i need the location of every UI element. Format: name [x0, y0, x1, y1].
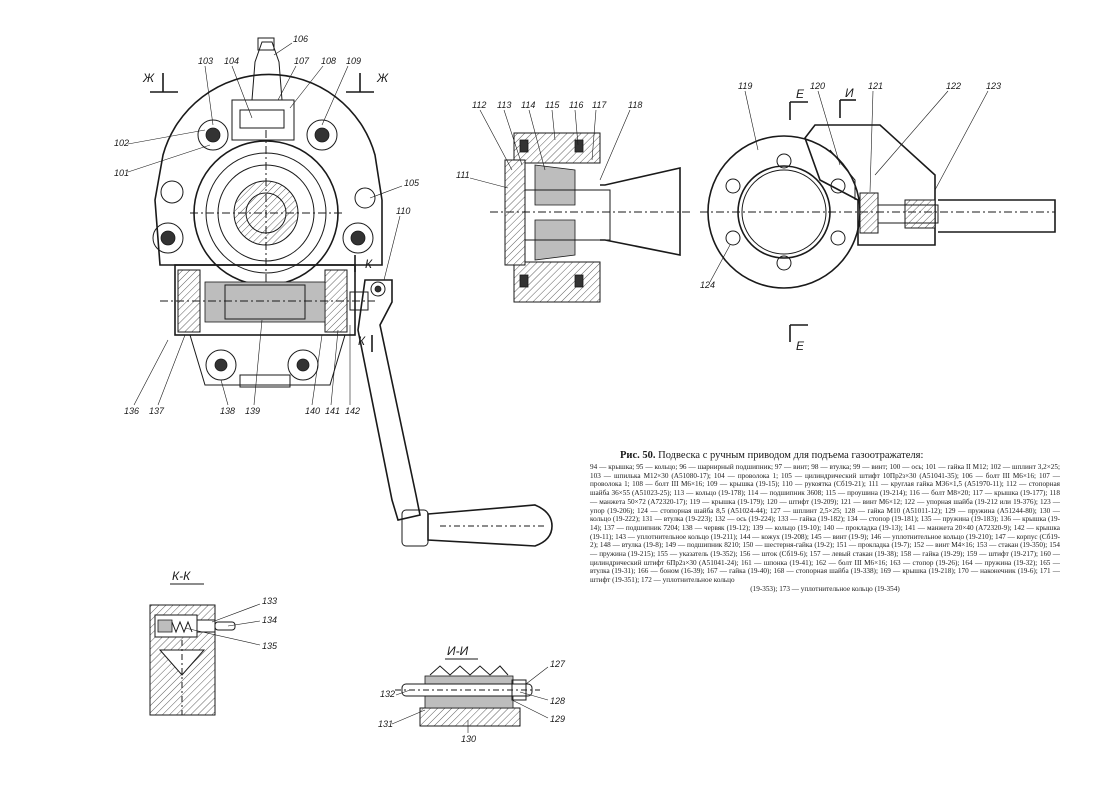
- callout-132: 132: [380, 689, 395, 699]
- callout-133: 133: [262, 596, 277, 606]
- callout-114: 114: [521, 100, 535, 110]
- callout-116: 116: [569, 100, 583, 110]
- section-mark-i-top: И: [845, 86, 854, 100]
- section-mark-k-top: К: [365, 257, 373, 271]
- section-kk-callouts: 133 134 135: [184, 596, 278, 651]
- callout-123: 123: [986, 81, 1001, 91]
- callout-110: 110: [396, 206, 410, 216]
- figure-legend: 94 — крышка; 95 — кольцо; 96 — шарнирный…: [590, 463, 1060, 594]
- callout-115: 115: [545, 100, 560, 110]
- section-ii-title: И-И: [447, 644, 469, 658]
- callout-117: 117: [592, 100, 607, 110]
- callout-113: 113: [497, 100, 511, 110]
- callout-130: 130: [461, 734, 476, 744]
- callout-108: 108: [321, 56, 336, 66]
- callout-103: 103: [198, 56, 213, 66]
- callout-140: 140: [305, 406, 320, 416]
- callout-142: 142: [345, 406, 360, 416]
- callout-131: 131: [378, 719, 393, 729]
- callout-109: 109: [346, 56, 361, 66]
- callout-122: 122: [946, 81, 961, 91]
- callout-124: 124: [700, 280, 715, 290]
- cover-end-view: [700, 99, 1056, 342]
- figure-caption: Рис. 50. Подвеска с ручным приводом для …: [590, 450, 1060, 594]
- bearing-section-view: [490, 132, 690, 303]
- callout-120: 120: [810, 81, 825, 91]
- section-ii-callouts: 127 128 129 132 131 130: [378, 659, 566, 744]
- callout-112: 112: [472, 100, 486, 110]
- figure-number: Рис. 50.: [620, 450, 656, 461]
- callout-134: 134: [262, 615, 277, 625]
- legend-text: 94 — крышка; 95 — кольцо; 96 — шарнирный…: [590, 463, 1060, 585]
- callout-101: 101: [114, 168, 129, 178]
- bearing-section-callouts: 112 113 114 115 116 117 118 111: [456, 100, 642, 189]
- section-kk-title: К-К: [172, 569, 191, 583]
- section-mark-e-top: Е: [796, 87, 805, 101]
- bolt-boss-ring: [152, 119, 376, 254]
- callout-119: 119: [738, 81, 752, 91]
- section-ii-view: И-И: [395, 644, 540, 727]
- callout-111: 111: [456, 170, 470, 180]
- callout-104: 104: [224, 56, 239, 66]
- callout-106: 106: [293, 34, 308, 44]
- section-mark-zh-left: Ж: [142, 71, 155, 85]
- section-mark-k-bottom: К: [358, 334, 366, 348]
- main-view-callouts: Ж Ж К К 103 104 106 107 108 109 102 101 …: [114, 34, 420, 416]
- cover-end-callouts: Е Е И 119 120 121 122 123 124: [700, 81, 1001, 353]
- callout-128: 128: [550, 696, 565, 706]
- callout-105: 105: [404, 178, 420, 188]
- legend-tail: (19-353); 173 — уплотнительное кольцо (1…: [750, 584, 900, 593]
- callout-127: 127: [550, 659, 566, 669]
- callout-139: 139: [245, 406, 260, 416]
- section-mark-e-bottom: Е: [796, 339, 805, 353]
- callout-107: 107: [294, 56, 310, 66]
- callout-141: 141: [325, 406, 340, 416]
- section-kk-view: К-К: [149, 569, 236, 716]
- callout-135: 135: [262, 641, 278, 651]
- callout-136: 136: [124, 406, 139, 416]
- figure-title: Рис. 50. Подвеска с ручным приводом для …: [620, 450, 1060, 461]
- callout-129: 129: [550, 714, 565, 724]
- main-view: [150, 37, 553, 547]
- callout-137: 137: [149, 406, 165, 416]
- figure-title-text: Подвеска с ручным приводом для подъема г…: [658, 450, 924, 461]
- callout-118: 118: [628, 100, 642, 110]
- section-mark-zh-right: Ж: [376, 71, 389, 85]
- callout-121: 121: [868, 81, 883, 91]
- callout-138: 138: [220, 406, 235, 416]
- callout-102: 102: [114, 138, 129, 148]
